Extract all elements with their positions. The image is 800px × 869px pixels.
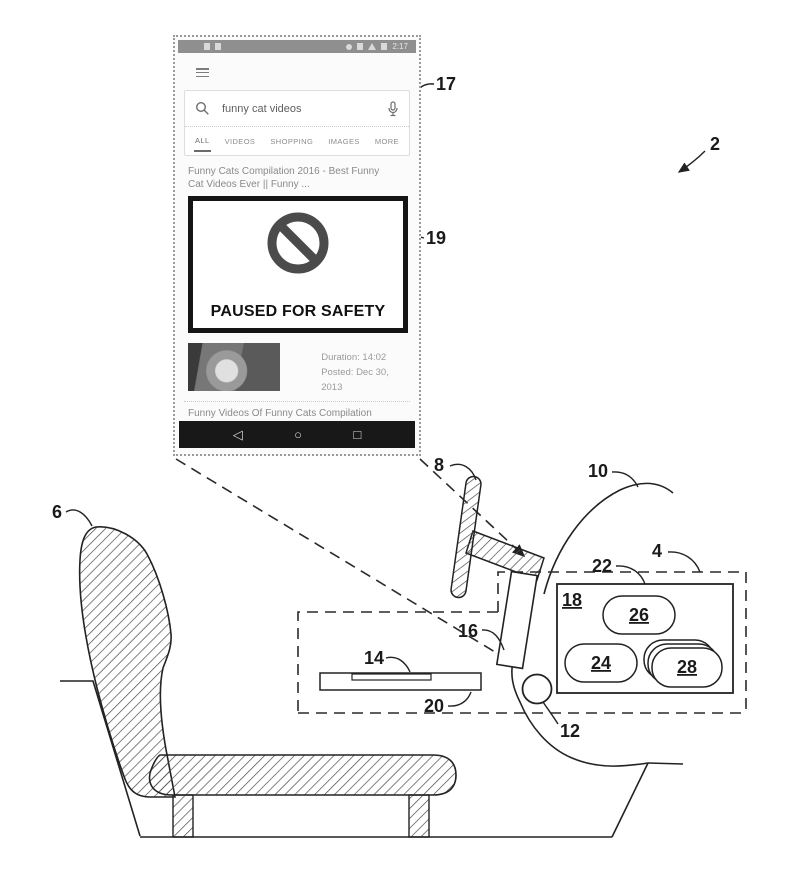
- leader-16: [481, 629, 505, 651]
- figure-arrow-2: [677, 150, 706, 173]
- divider: [184, 401, 410, 402]
- cabin-rear-outline: [60, 680, 141, 837]
- label-28: 28: [677, 657, 697, 677]
- search-bar[interactable]: funny cat videos: [185, 91, 409, 127]
- seat-cushion: [148, 754, 457, 796]
- result-title-line1: Funny Cats Compilation 2016 - Best Funny: [188, 166, 380, 177]
- search-icon: [195, 101, 209, 115]
- reference-labels: 6 8 10 17 19 2 4 22 16 14 20 12 18 26 24…: [52, 74, 720, 741]
- status-icons: 2:17: [346, 41, 408, 51]
- label-16: 16: [458, 621, 478, 641]
- label-18: 18: [562, 590, 582, 610]
- label-10: 10: [588, 461, 608, 481]
- label-19: 19: [426, 228, 446, 248]
- result-title-line2: Cat Videos Ever || Funny ...: [188, 178, 310, 190]
- seat-front-leg: [172, 794, 194, 838]
- android-nav-bar: ◁ ○ □: [179, 421, 415, 448]
- home-button[interactable]: ○: [294, 427, 302, 442]
- notification-icon: [215, 43, 221, 50]
- second-result-title[interactable]: Funny Videos Of Funny Cats Compilation: [188, 408, 372, 419]
- search-result-title[interactable]: Funny Cats Compilation 2016 - Best Funny…: [188, 166, 409, 191]
- signal-icon: [368, 43, 377, 50]
- notification-icon: [204, 43, 210, 50]
- leader-22: [615, 565, 646, 585]
- toe-ledge-line: [647, 762, 684, 765]
- paused-for-safety-text: PAUSED FOR SAFETY: [210, 303, 386, 320]
- leader-12: [542, 701, 559, 725]
- microphone-icon[interactable]: [387, 100, 399, 117]
- component-28-front: [651, 647, 723, 688]
- device-14: [351, 673, 432, 681]
- leader-6: [65, 509, 93, 527]
- tab-images[interactable]: IMAGES: [328, 136, 360, 146]
- projection-line-left: [175, 458, 501, 656]
- enlarged-phone-screen: 2:17 funny cat videos ALL: [173, 35, 421, 456]
- toe-panel-line: [611, 762, 649, 838]
- seat-rear-leg: [408, 794, 430, 838]
- wifi-icon: [357, 43, 364, 50]
- video-duration: Duration: 14:02: [321, 352, 387, 363]
- projection-line-right: [419, 458, 526, 558]
- label-8: 8: [434, 455, 444, 475]
- recents-button[interactable]: □: [353, 427, 362, 442]
- search-tabs: ALL VIDEOS SHOPPING IMAGES MORE: [185, 127, 409, 154]
- label-2: 2: [710, 134, 720, 154]
- tab-more[interactable]: MORE: [374, 136, 399, 146]
- tab-all[interactable]: ALL: [194, 130, 211, 152]
- tab-videos[interactable]: VIDEOS: [224, 136, 256, 146]
- notification-icons: [204, 43, 221, 50]
- menu-icon[interactable]: [196, 68, 209, 77]
- label-20: 20: [424, 696, 444, 716]
- leader-8: [449, 463, 477, 481]
- label-22: 22: [592, 556, 612, 576]
- label-12: 12: [560, 721, 580, 741]
- knob-12: [521, 673, 553, 705]
- label-26: 26: [629, 605, 649, 625]
- label-4: 4: [652, 541, 662, 561]
- prohibition-icon: [267, 212, 329, 274]
- leader-lines: [65, 83, 706, 725]
- label-17: 17: [436, 74, 456, 94]
- tab-shopping[interactable]: SHOPPING: [270, 136, 314, 146]
- leader-4: [667, 551, 701, 573]
- seat-backrest: [78, 526, 176, 798]
- label-6: 6: [52, 502, 62, 522]
- system-dashed-box-4: [497, 571, 747, 713]
- mounted-phone-16: [495, 570, 539, 670]
- back-button[interactable]: ◁: [232, 427, 243, 442]
- leader-20: [447, 691, 472, 707]
- search-card: funny cat videos ALL VIDEOS SHOPPING IMA…: [184, 90, 410, 156]
- location-icon: [346, 43, 353, 50]
- label-14: 14: [364, 648, 384, 668]
- leader-14: [385, 656, 411, 673]
- dashboard-top-curve: [543, 482, 674, 595]
- tray-region-dashed-box: [297, 611, 498, 713]
- battery-icon: [381, 43, 388, 50]
- status-bar: 2:17: [178, 40, 416, 53]
- video-posted-date: Posted: Dec 30, 2013: [321, 367, 389, 393]
- label-24: 24: [591, 653, 611, 673]
- component-26: [602, 595, 676, 635]
- component-24: [564, 643, 638, 683]
- video-thumbnail[interactable]: [188, 343, 281, 391]
- video-meta-row: Duration: 14:02 Posted: Dec 30, 2013: [188, 343, 409, 395]
- status-time: 2:17: [392, 41, 408, 51]
- video-meta: Duration: 14:02 Posted: Dec 30, 2013: [321, 350, 409, 395]
- paused-video-player[interactable]: PAUSED FOR SAFETY: [188, 196, 408, 333]
- search-input[interactable]: funny cat videos: [222, 102, 302, 115]
- leader-10: [611, 471, 639, 488]
